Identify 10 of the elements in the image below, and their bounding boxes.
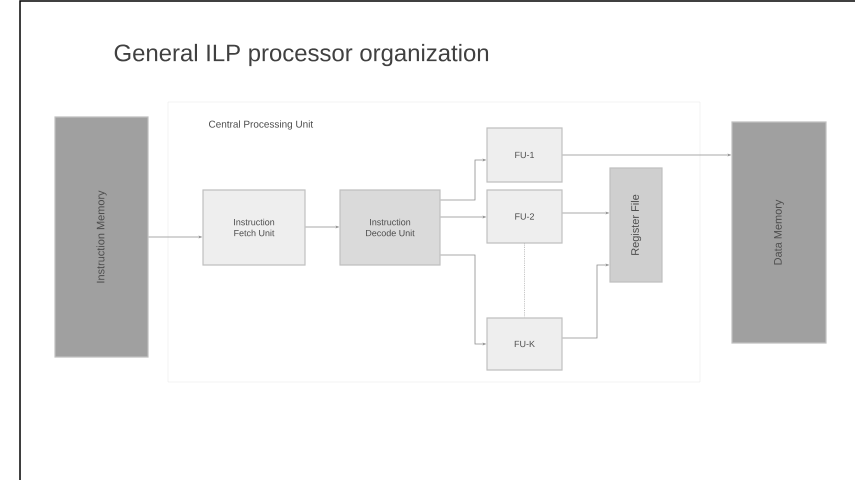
memory-box: Data Memory <box>731 121 827 344</box>
unit-box: FU-K <box>486 317 563 371</box>
title: General ILP processor organization <box>114 44 488 66</box>
dotted-line <box>524 243 525 318</box>
unit-box: Instruction Fetch Unit <box>202 189 306 266</box>
unit-box: FU-2 <box>486 189 563 244</box>
register-file-box: Register File <box>609 167 663 283</box>
unit-box: FU-1 <box>486 127 563 183</box>
unit-box: Instruction Decode Unit <box>339 189 441 266</box>
memory-box: Instruction Memory <box>54 116 149 358</box>
